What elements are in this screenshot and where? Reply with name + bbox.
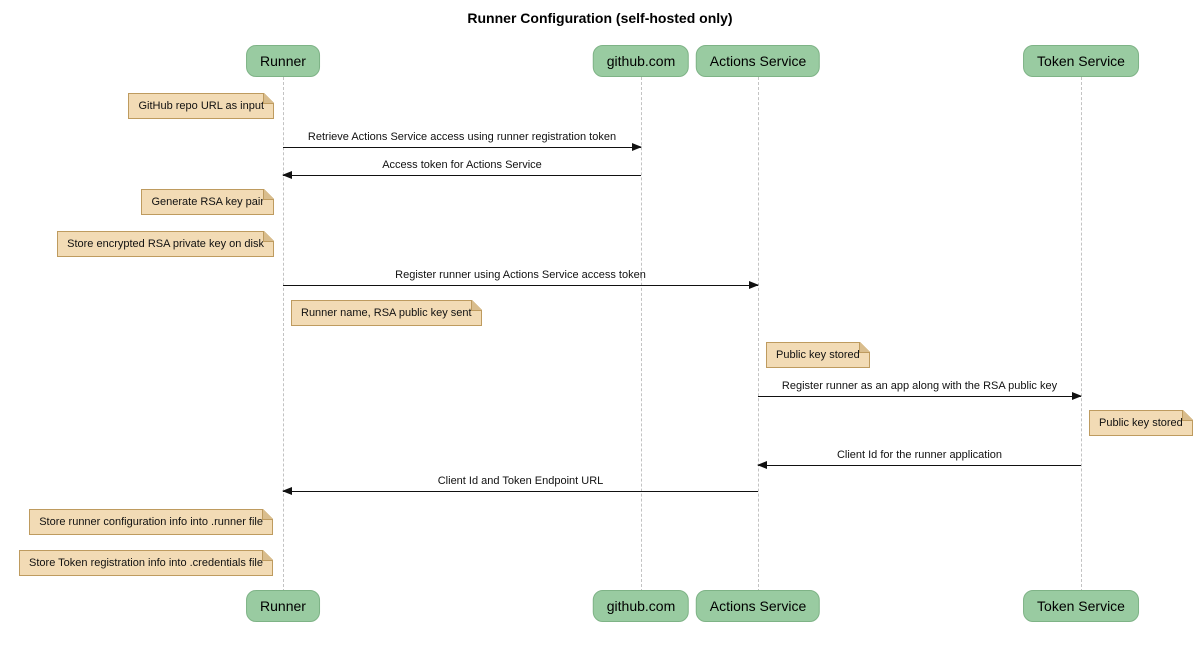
message-label: Retrieve Actions Service access using ru… — [307, 131, 617, 143]
note-fold-icon — [263, 93, 274, 104]
message-line — [758, 392, 1082, 400]
note-generate-rsa: Generate RSA key pair — [141, 189, 274, 215]
message-line — [282, 171, 641, 179]
participant-actions-service-top: Actions Service — [695, 45, 821, 77]
message-label: Register runner as an app along with the… — [781, 380, 1058, 392]
message-client-id-endpoint: Client Id and Token Endpoint URL — [282, 475, 758, 495]
note-public-key-stored-actions: Public key stored — [766, 342, 870, 368]
note-fold-icon — [263, 189, 274, 200]
message-label: Client Id for the runner application — [836, 449, 1003, 461]
note-fold-icon — [470, 300, 482, 311]
participant-actions-service-bottom: Actions Service — [695, 590, 821, 622]
note-text: Public key stored — [1099, 417, 1183, 429]
note-fold-icon — [858, 342, 870, 353]
note-store-private-key: Store encrypted RSA private key on disk — [57, 231, 274, 257]
participant-github-top: github.com — [592, 45, 690, 77]
lifeline-github — [641, 77, 642, 592]
message-line — [757, 461, 1081, 469]
note-fold-icon — [1181, 410, 1193, 421]
note-text: GitHub repo URL as input — [138, 100, 264, 112]
note-text: Runner name, RSA public key sent — [301, 307, 472, 319]
note-text: Store Token registration info into .cred… — [29, 557, 263, 569]
message-register-app: Register runner as an app along with the… — [758, 380, 1082, 400]
arrowhead-right-icon — [1072, 392, 1082, 400]
note-text: Store runner configuration info into .ru… — [39, 516, 263, 528]
note-text: Public key stored — [776, 349, 860, 361]
message-line — [283, 143, 642, 151]
note-fold-icon — [262, 550, 273, 561]
note-github-repo-url: GitHub repo URL as input — [128, 93, 274, 119]
lifeline-actions-service — [758, 77, 759, 592]
message-label: Client Id and Token Endpoint URL — [437, 475, 604, 487]
note-public-key-stored-token: Public key stored — [1089, 410, 1193, 436]
note-text: Generate RSA key pair — [151, 196, 264, 208]
arrowhead-left-icon — [757, 461, 767, 469]
note-text: Store encrypted RSA private key on disk — [67, 238, 264, 250]
participant-token-service-bottom: Token Service — [1023, 590, 1139, 622]
arrowhead-right-icon — [632, 143, 642, 151]
message-label: Access token for Actions Service — [382, 159, 542, 171]
note-runner-name-sent: Runner name, RSA public key sent — [291, 300, 482, 326]
arrowhead-right-icon — [749, 281, 759, 289]
message-line — [282, 487, 758, 495]
participant-token-service-top: Token Service — [1023, 45, 1139, 77]
participant-github-bottom: github.com — [592, 590, 690, 622]
message-line — [283, 281, 759, 289]
lifeline-token-service — [1081, 77, 1082, 592]
arrowhead-left-icon — [282, 487, 292, 495]
arrowhead-left-icon — [282, 171, 292, 179]
message-access-token: Access token for Actions Service — [282, 159, 641, 179]
diagram-title: Runner Configuration (self-hosted only) — [467, 10, 733, 26]
participant-runner-top: Runner — [246, 45, 320, 77]
note-fold-icon — [262, 509, 273, 520]
note-fold-icon — [263, 231, 274, 242]
message-retrieve-actions-access: Retrieve Actions Service access using ru… — [283, 131, 642, 151]
message-register-runner: Register runner using Actions Service ac… — [283, 269, 759, 289]
lifeline-runner — [283, 77, 284, 592]
message-client-id: Client Id for the runner application — [757, 449, 1081, 469]
participant-runner-bottom: Runner — [246, 590, 320, 622]
note-store-credentials-file: Store Token registration info into .cred… — [19, 550, 273, 576]
note-store-runner-file: Store runner configuration info into .ru… — [29, 509, 273, 535]
message-label: Register runner using Actions Service ac… — [395, 269, 646, 281]
